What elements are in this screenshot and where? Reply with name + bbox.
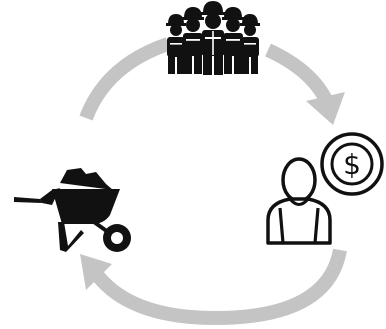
arrow-materials-to-workers: [79, 37, 171, 121]
wheelbarrow-icon: [14, 168, 131, 252]
worker-left-inner: [182, 7, 204, 74]
person-icon: [266, 157, 332, 245]
dollar-coin-icon: $: [320, 132, 384, 196]
arrow-workers-to-customer: [265, 43, 345, 125]
coin-symbol: $: [343, 148, 361, 181]
person-with-dollar-coin-icon: $: [266, 132, 384, 245]
worker-right-inner: [222, 7, 244, 74]
construction-workers-group-icon: [166, 1, 260, 75]
worker-vest-stripes: [170, 31, 256, 55]
worker-center: [201, 1, 225, 75]
worker-left-outer: [166, 14, 186, 74]
arrow-customer-to-materials: [80, 248, 347, 326]
worker-right-outer: [240, 14, 260, 74]
